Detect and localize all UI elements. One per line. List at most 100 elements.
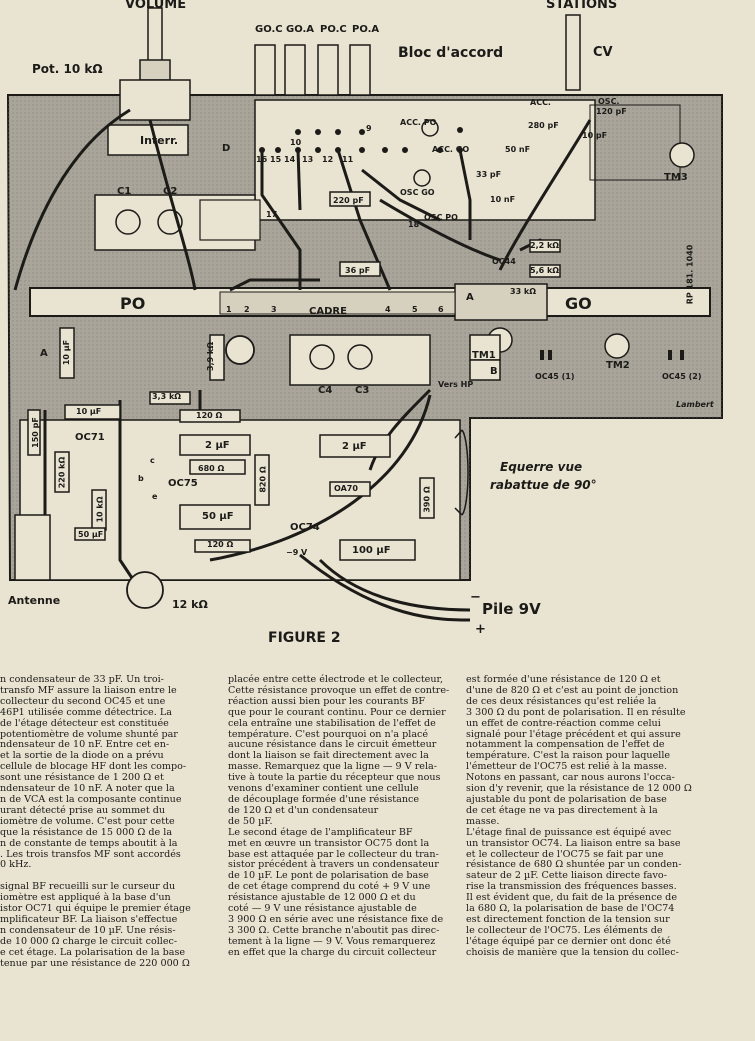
text-column-3: est formée d'une résistance de 120 Ω et d… bbox=[466, 674, 702, 959]
pin-15: 15 bbox=[270, 155, 282, 164]
v9-label: −9 V bbox=[286, 548, 308, 557]
text-line: mplificateur BF. La liaison s'effectue bbox=[0, 913, 178, 925]
text-line: . Les trois transfos MF sont accordés bbox=[0, 848, 181, 860]
pin-16: 16 bbox=[256, 155, 268, 164]
nf10-label: 10 nF bbox=[490, 195, 516, 204]
pile-plus-label: + bbox=[475, 622, 486, 637]
accgo-label: ACC. GO bbox=[432, 145, 470, 154]
pin-17: 17 bbox=[266, 210, 278, 219]
text-line: n condensateur de 10 µF. Une résis- bbox=[0, 924, 176, 936]
text-line: de 50 µF. bbox=[228, 815, 273, 827]
tuner-board bbox=[254, 99, 596, 221]
text-line: dont la liaison se fait directement avec… bbox=[228, 750, 429, 762]
text-line: en effet que la charge du circuit collec… bbox=[228, 946, 437, 958]
text-line: la 680 Ω, la polarisation de base de l'O… bbox=[466, 903, 675, 915]
c2-label: C2 bbox=[163, 186, 178, 197]
text-line: base est attaquée par le collecteur du t… bbox=[228, 848, 439, 860]
pf36-label: 36 pF bbox=[345, 266, 371, 275]
text-line: ndensateur de 10 nF. A noter que la bbox=[0, 783, 175, 795]
text-line: coté — 9 V une résistance ajustable de bbox=[228, 903, 417, 915]
po-label: PO bbox=[120, 294, 146, 313]
text-line: sion d'y revenir, que la résistance de 1… bbox=[466, 783, 692, 795]
pin-2: 2 bbox=[244, 305, 250, 314]
oscgo-label: OSC GO bbox=[400, 188, 435, 197]
k220-label: 220 kΩ bbox=[57, 456, 67, 489]
tm2-label: TM2 bbox=[606, 360, 630, 371]
pin-3: 3 bbox=[271, 305, 277, 314]
text-line: 0 kHz. bbox=[0, 859, 32, 871]
text-line: ajustable du pont de polarisation de bas… bbox=[466, 793, 667, 805]
pin-11: 11 bbox=[342, 155, 354, 164]
text-line: Cette résistance provoque un effet de co… bbox=[228, 684, 450, 696]
circuit-figure bbox=[6, 7, 723, 622]
k12-label: 12 kΩ bbox=[172, 598, 208, 611]
text-line: cellule de blocage HF dont les compo- bbox=[0, 761, 187, 773]
text-line: de ces deux résistances qu'est reliée la bbox=[466, 695, 657, 707]
text-line: placée entre cette électrode et le colle… bbox=[228, 674, 444, 685]
k39-label: 3,9 kΩ bbox=[206, 341, 216, 372]
text-line: de l'étage détecteur est constituée bbox=[0, 717, 169, 729]
goc-label: GO.C bbox=[255, 24, 283, 35]
d-label: D bbox=[222, 143, 231, 154]
text-line: tenue par une résistance de 220 000 Ω bbox=[0, 957, 190, 969]
text-line: signal BF recueilli sur le curseur du bbox=[0, 881, 176, 893]
text-line: masse. bbox=[466, 815, 500, 827]
pin-14: 14 bbox=[284, 155, 296, 164]
cv-label: CV bbox=[593, 45, 613, 60]
oc74-label: OC74 bbox=[290, 522, 320, 533]
text-line: met en œuvre un transistor OC75 dont la bbox=[228, 837, 430, 849]
text-line: ndensateur de 10 nF. Entre cet en- bbox=[0, 739, 170, 751]
text-line: de 10 000 Ω charge le circuit collec- bbox=[0, 935, 178, 947]
antenna-a-label: A bbox=[40, 348, 48, 359]
cadre-label: CADRE bbox=[309, 306, 347, 317]
c1-label: C1 bbox=[117, 186, 132, 197]
text-line: de 120 Ω et d'un condensateur bbox=[228, 804, 379, 816]
uf2a-label: 2 µF bbox=[205, 440, 230, 451]
r120b-label: 120 Ω bbox=[207, 540, 234, 549]
pf33-label: 33 pF bbox=[476, 170, 502, 179]
uf50b-label: 50 µF bbox=[78, 530, 104, 539]
volume-label: VOLUME bbox=[125, 0, 187, 12]
text-line: tive à toute la partie du récepteur que … bbox=[228, 772, 441, 784]
text-line: Notons en passant, car nous aurons l'occ… bbox=[466, 772, 675, 784]
pot-label: Pot. 10 kΩ bbox=[32, 62, 103, 76]
r120a-label: 120 Ω bbox=[196, 411, 223, 420]
pin-5: 5 bbox=[412, 305, 418, 314]
uf10b-label: 10 µF bbox=[62, 339, 72, 366]
text-line: notamment la compensation de l'effet de bbox=[466, 739, 665, 751]
oc75-b-label: b bbox=[138, 474, 144, 483]
pin-9: 9 bbox=[366, 124, 372, 133]
pf10-label: 10 pF bbox=[582, 131, 608, 140]
text-line: n condensateur de 33 pF. Un troi- bbox=[0, 674, 164, 685]
oc45a-label: OC45 (1) bbox=[535, 372, 575, 381]
text-line: le collecteur de l'OC75. Les éléments de bbox=[466, 924, 663, 936]
text-column-1: n condensateur de 33 pF. Un troi-transfo… bbox=[0, 674, 212, 969]
text-line: est formée d'une résistance de 120 Ω et bbox=[466, 674, 661, 685]
r820-label: 820 Ω bbox=[258, 466, 268, 493]
text-line: Le second étage de l'amplificateur BF bbox=[228, 826, 413, 838]
pin-6: 6 bbox=[438, 305, 444, 314]
equerre-label-1: Equerre vue bbox=[500, 460, 583, 474]
osc120-label: 120 pF bbox=[596, 107, 627, 116]
text-line: 3 300 Ω du pont de polarisation. Il en r… bbox=[466, 706, 686, 718]
go-label: GO bbox=[565, 294, 592, 313]
poc-label: PO.C bbox=[320, 24, 347, 35]
tm1-label: TM1 bbox=[472, 350, 496, 361]
signature-label: Lambert bbox=[676, 400, 714, 409]
equerre-label-2: rabattue de 90° bbox=[490, 478, 597, 492]
text-line: que la résistance de 15 000 Ω de la bbox=[0, 826, 173, 838]
uf2b-label: 2 µF bbox=[342, 441, 367, 452]
text-line: sistor précédent à travers un condensate… bbox=[228, 859, 439, 871]
text-line: n de constante de temps aboutit à la bbox=[0, 837, 178, 849]
tm3-label: TM3 bbox=[664, 172, 688, 183]
k10-label: 10 kΩ bbox=[95, 496, 105, 523]
k56-label: 5,6 kΩ bbox=[530, 266, 560, 275]
pin-1: 1 bbox=[226, 305, 232, 314]
text-line: température. C'est la raison pour laquel… bbox=[466, 750, 671, 762]
text-line: l'étage équipé par ce dernier ont donc é… bbox=[466, 935, 671, 947]
oscpo-label: OSC PO bbox=[424, 213, 458, 222]
text-line: résistance de 680 Ω shuntée par un conde… bbox=[466, 859, 682, 871]
goa-label: GO.A bbox=[286, 24, 315, 35]
text-line: signalé pour l'étage précédent et qui as… bbox=[466, 728, 681, 740]
